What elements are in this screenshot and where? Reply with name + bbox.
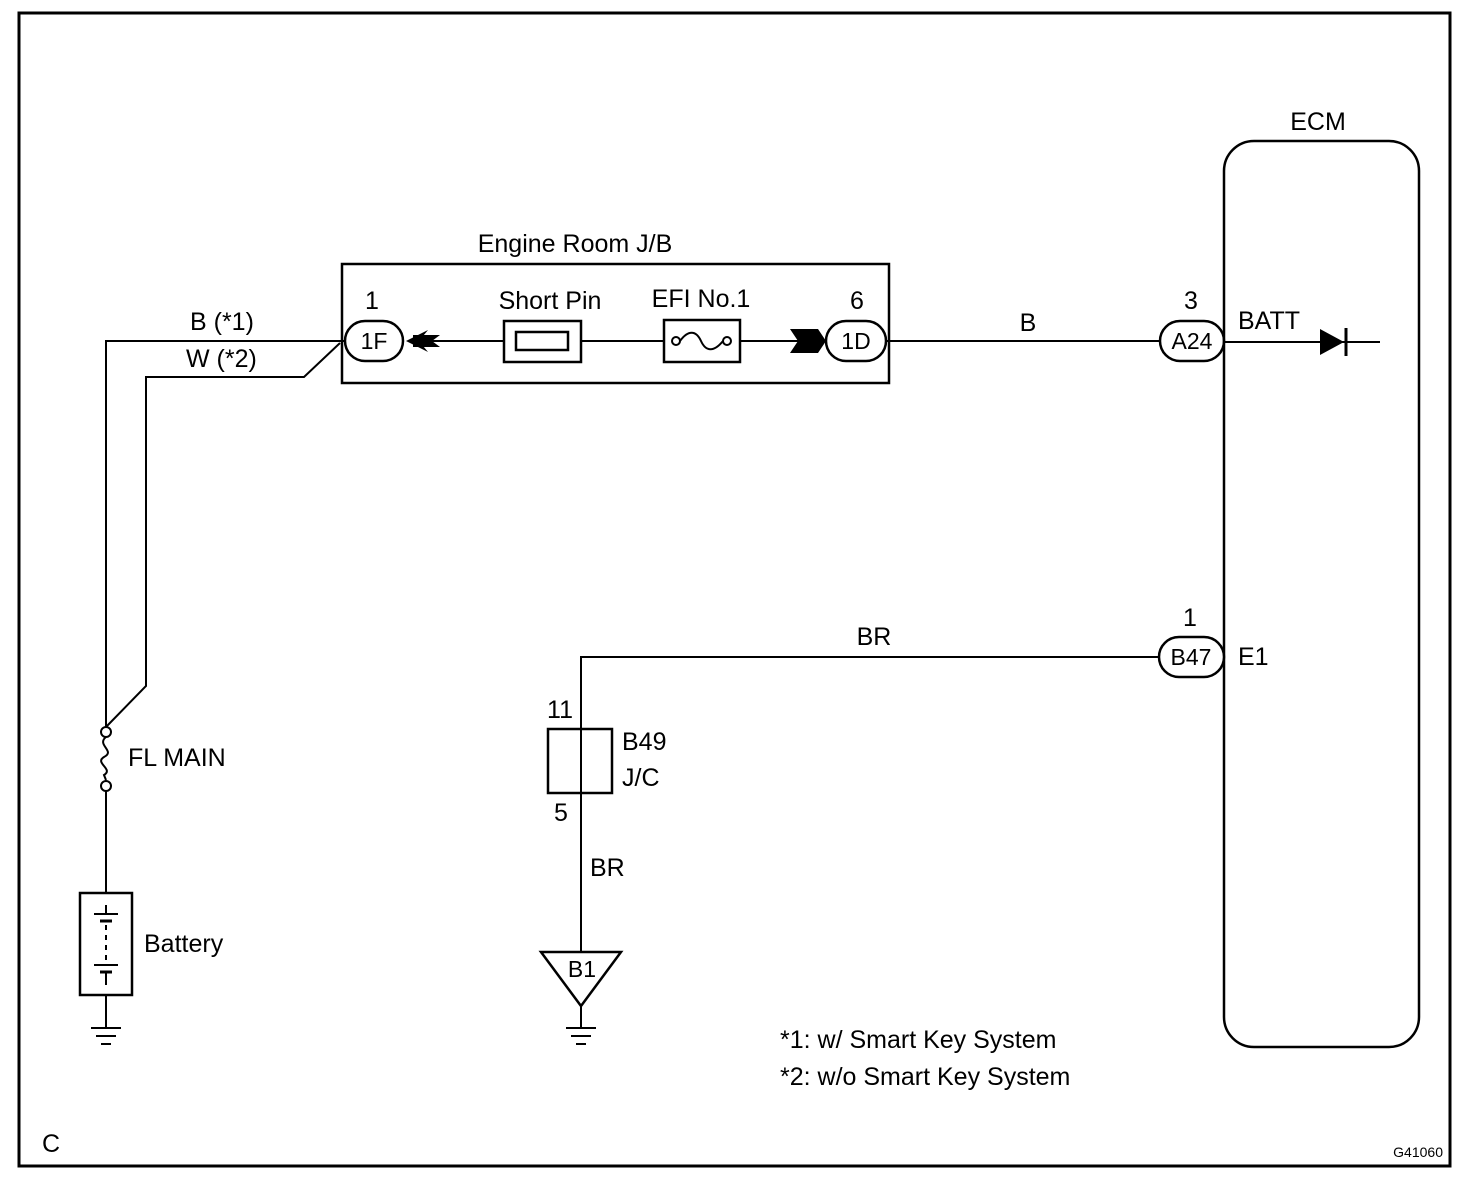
connector-b47-label: B47: [1171, 644, 1212, 670]
jc-pin-bottom: 5: [554, 799, 568, 827]
wire-b1: [105, 340, 346, 730]
fl-main-label: FL MAIN: [128, 744, 226, 772]
batt-terminal-label: BATT: [1238, 307, 1300, 335]
short-pin-label: Short Pin: [499, 287, 602, 315]
corner-letter: C: [42, 1130, 60, 1158]
jc-pin-top: 11: [547, 696, 573, 724]
connector-1d-label: 1D: [841, 328, 870, 354]
jc-type-label: J/C: [622, 764, 660, 792]
diode-icon: [1320, 328, 1348, 356]
pin-a24: 3: [1184, 287, 1198, 315]
wire-label-ecm-ground: BR: [857, 623, 892, 651]
figure-id: G41060: [1393, 1144, 1443, 1160]
diagram-frame: [17, 11, 1452, 1168]
battery-section: FL MAIN Battery B (*1) W (*2): [78, 308, 346, 1045]
connector-b47: [1157, 635, 1226, 679]
junction-connector-b49: 11 B49 J/C 5: [546, 696, 666, 827]
battery-ground-icon: [91, 1027, 121, 1045]
wire-label-jc-ground: BR: [590, 854, 625, 882]
pin-1: 1: [365, 287, 379, 315]
wire-label-b1: B (*1): [190, 308, 254, 336]
wire-ecm-ground: [580, 656, 1161, 729]
wire-label-jb-ecm: B: [1020, 309, 1037, 337]
ecm-section: ECM BATT E1: [1222, 108, 1421, 1049]
jb-title: Engine Room J/B: [478, 230, 673, 258]
engine-room-jb: Engine Room J/B 1 1F Short Pin EFI No.1 …: [340, 230, 891, 385]
fl-main-top-terminal: [100, 726, 112, 738]
connector-1d-arrow-icon: [790, 329, 826, 353]
fuse-icon: [671, 331, 732, 351]
connector-1f-label: 1F: [361, 328, 388, 354]
ground-point-triangle-icon: [538, 950, 624, 1009]
jc-id-label: B49: [622, 728, 666, 756]
pin-b47: 1: [1183, 604, 1197, 632]
short-pin-icon: [514, 330, 570, 352]
fl-main-icon: [100, 736, 109, 781]
ecm-box: [1222, 139, 1421, 1049]
pin-6: 6: [850, 287, 864, 315]
wire-w2: [105, 342, 341, 728]
e1-terminal-label: E1: [1238, 643, 1269, 671]
battery-icon: [94, 905, 118, 985]
connector-1d: [824, 319, 888, 363]
fuse-label: EFI No.1: [652, 285, 751, 313]
fl-main-bottom-terminal: [100, 780, 112, 792]
note-1: *1: w/ Smart Key System: [780, 1026, 1056, 1054]
battery-label: Battery: [144, 930, 224, 958]
jb-box: [340, 262, 891, 385]
connector-1f: [343, 319, 405, 363]
ecm-title: ECM: [1290, 108, 1346, 136]
ground-point-b1: B1: [538, 950, 624, 1045]
connector-1f-arrow-icon: [406, 330, 440, 352]
b1-ground-icon: [566, 1027, 596, 1045]
connector-a24-label: A24: [1172, 328, 1213, 354]
ground-point-label: B1: [568, 956, 596, 982]
wire-label-w2: W (*2): [186, 345, 257, 373]
note-2: *2: w/o Smart Key System: [780, 1063, 1070, 1091]
